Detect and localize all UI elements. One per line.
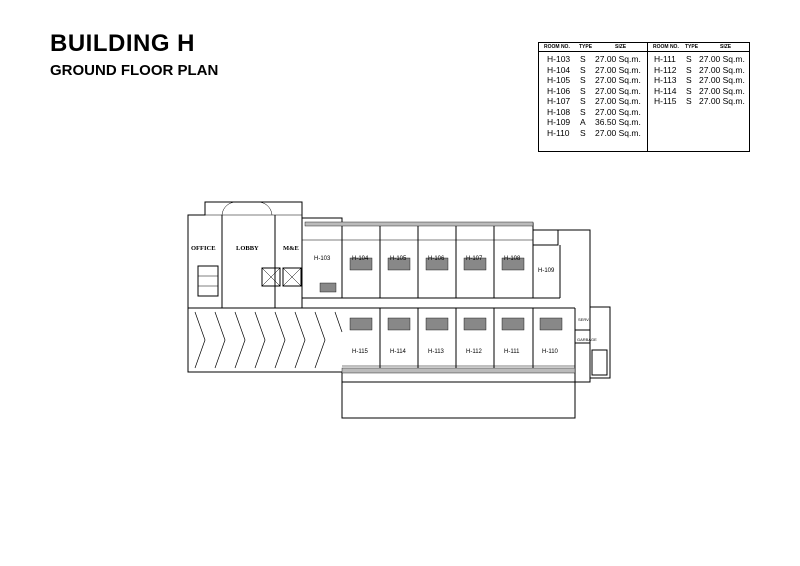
room-type: S — [580, 106, 586, 117]
room-type: S — [686, 64, 692, 75]
table-row: H-104 S 27.00 Sq.m. — [539, 65, 647, 76]
room-label: H-114 — [390, 349, 407, 355]
table-row: H-111 S 27.00 Sq.m. — [648, 54, 749, 65]
annex-outline — [341, 371, 576, 419]
room-size: 27.00 Sq.m. — [595, 85, 641, 96]
room-type: S — [686, 75, 692, 85]
room-no: H-113 — [654, 75, 677, 85]
zone-service-label: SERV. — [578, 317, 590, 322]
room-type: S — [686, 54, 692, 64]
header-size: SIZE — [720, 44, 732, 50]
room-label: H-104 — [352, 256, 369, 262]
room-type: S — [580, 54, 586, 64]
room-size: 36.50 Sq.m. — [595, 117, 641, 127]
room-no: H-112 — [654, 64, 677, 75]
room-no: H-111 — [654, 54, 676, 64]
elevator-left — [261, 267, 281, 287]
room-size: 27.00 Sq.m. — [699, 54, 745, 64]
room-no: H-104 — [547, 64, 571, 75]
room-size: 27.00 Sq.m. — [595, 64, 641, 75]
room-label: H-111 — [504, 349, 520, 355]
room-no: H-106 — [547, 85, 571, 96]
room-no: H-105 — [547, 75, 571, 85]
room-no: H-107 — [547, 96, 571, 106]
room-type: S — [580, 64, 586, 75]
room-label: H-108 — [504, 256, 521, 262]
room-label: H-105 — [390, 256, 407, 262]
zone-office-label: OFFICE — [191, 245, 216, 252]
room-type: S — [580, 85, 586, 96]
room-label: H-106 — [428, 256, 445, 262]
room-label: H-113 — [428, 349, 445, 355]
table-header: ROOM NO. TYPE SIZE — [648, 43, 749, 52]
table-row: H-114 S 27.00 Sq.m. — [648, 86, 749, 97]
room-label: H-112 — [466, 349, 483, 355]
table-row: H-112 S 27.00 Sq.m. — [648, 65, 749, 76]
room-size: 27.00 Sq.m. — [595, 106, 641, 117]
room-label: H-107 — [466, 256, 483, 262]
room-no: H-103 — [547, 54, 571, 64]
room-size: 27.00 Sq.m. — [595, 54, 641, 64]
header-room-no: ROOM NO. — [544, 44, 570, 50]
room-size: 27.00 Sq.m. — [699, 64, 745, 75]
room-type: S — [580, 75, 586, 85]
room-no: H-114 — [654, 85, 677, 96]
room-type: S — [686, 96, 692, 106]
room-label: H-103 — [314, 256, 331, 262]
room-label: H-115 — [352, 349, 369, 355]
page-title: BUILDING H — [50, 30, 195, 57]
room-size: 27.00 Sq.m. — [699, 96, 745, 106]
zone-lobby-label: LOBBY — [236, 245, 259, 252]
elevator-right — [282, 267, 302, 287]
room-size: 27.00 Sq.m. — [595, 75, 641, 85]
room-type: S — [580, 96, 586, 106]
table-row: H-107 S 27.00 Sq.m. — [539, 96, 647, 107]
building-outline — [187, 201, 611, 383]
header-type: TYPE — [579, 44, 593, 50]
room-no: H-109 — [547, 117, 571, 127]
page-subtitle: GROUND FLOOR PLAN — [50, 62, 219, 79]
table-row: H-105 S 27.00 Sq.m. — [539, 75, 647, 86]
room-size: 27.00 Sq.m. — [595, 127, 641, 138]
room-label: H-109 — [538, 268, 555, 274]
zone-garbage-label: GARBAGE — [577, 337, 597, 342]
header-type: TYPE — [685, 44, 699, 50]
header-room-no: ROOM NO. — [653, 44, 679, 50]
table-row: H-113 S 27.00 Sq.m. — [648, 75, 749, 86]
table-row: H-109 A 36.50 Sq.m. — [539, 117, 647, 128]
room-label: H-110 — [542, 349, 559, 355]
room-no: H-115 — [654, 96, 677, 106]
table-row: H-110 S 27.00 Sq.m. — [539, 128, 647, 139]
header-size: SIZE — [615, 44, 627, 50]
room-type: S — [686, 85, 692, 96]
table-row: H-115 S 27.00 Sq.m. — [648, 96, 749, 107]
room-size: 27.00 Sq.m. — [595, 96, 641, 106]
room-no: H-110 — [547, 127, 570, 138]
table-row: H-106 S 27.00 Sq.m. — [539, 86, 647, 97]
room-no: H-108 — [547, 106, 571, 117]
room-size: 27.00 Sq.m. — [699, 85, 745, 96]
table-row: H-108 S 27.00 Sq.m. — [539, 107, 647, 118]
table-row: H-103 S 27.00 Sq.m. — [539, 54, 647, 65]
room-type: S — [580, 127, 586, 138]
room-type: A — [580, 117, 586, 127]
table-header: ROOM NO. TYPE SIZE — [539, 43, 647, 52]
zone-me-label: M&E — [283, 245, 299, 252]
room-size: 27.00 Sq.m. — [699, 75, 745, 85]
